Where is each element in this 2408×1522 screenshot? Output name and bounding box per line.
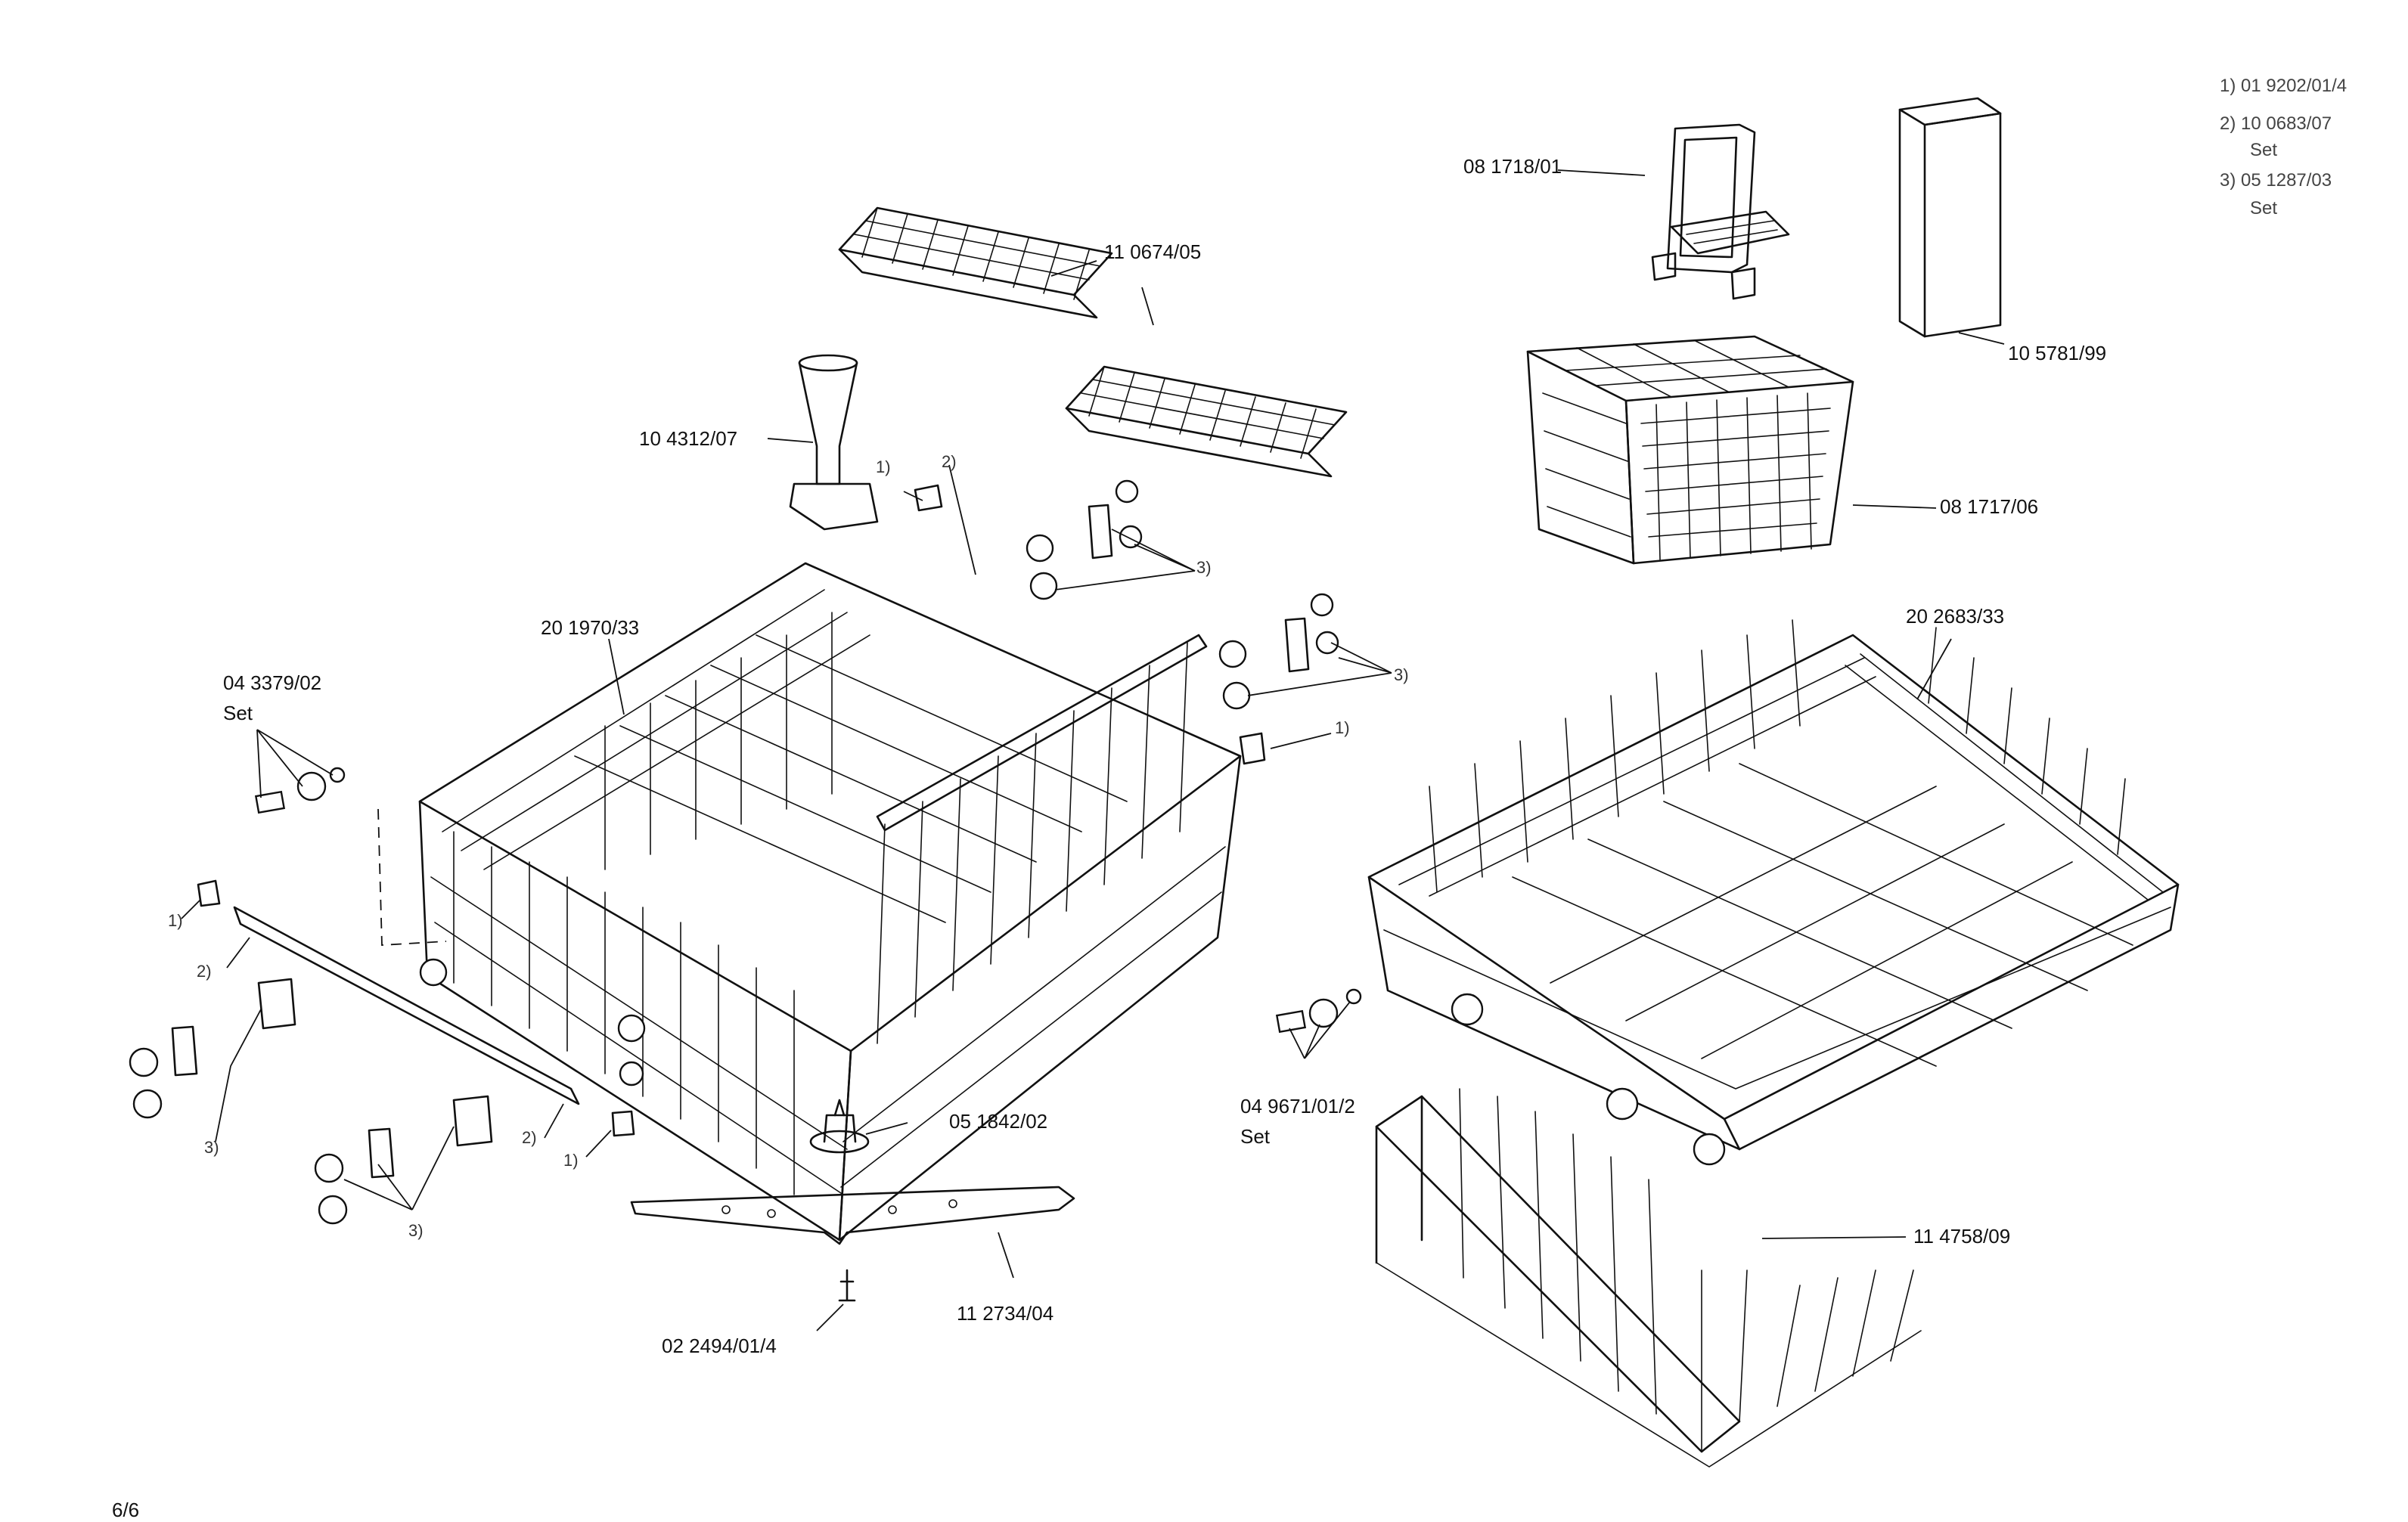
label-10-4312-07: 10 4312/07 <box>639 427 738 450</box>
callout-1-left: 1) <box>168 911 183 930</box>
tall-holder-drawing <box>1898 97 2002 338</box>
label-04-9671-01-2: 04 9671/01/2 <box>1240 1095 1355 1117</box>
label-11-2734-04: 11 2734/04 <box>957 1302 1054 1325</box>
label-20-1970-33: 20 1970/33 <box>541 616 640 639</box>
label-20-2683-33: 20 2683/33 <box>1906 605 2005 628</box>
callout-3-middle: 3) <box>1394 665 1409 684</box>
callout-3-left: 3) <box>204 1138 219 1157</box>
legend-line-2-sub: Set <box>2250 140 2278 160</box>
leader-lines <box>181 169 2005 1331</box>
legend-line-2: 2) 10 0683/07 <box>2220 113 2332 134</box>
spray-arm-drawing <box>630 1099 1075 1302</box>
plate-insert-drawing <box>1375 1088 1922 1468</box>
callout-2-bottom: 2) <box>522 1128 537 1147</box>
label-08-1718-01: 08 1718/01 <box>1463 155 1562 178</box>
cup-rack-drawing <box>838 206 1348 478</box>
label-05-1842-02: 05 1842/02 <box>949 1110 1048 1133</box>
label-04-3379-02: 04 3379/02 <box>223 671 322 694</box>
label-08-1717-06: 08 1717/06 <box>1940 495 2039 518</box>
cutlery-basket-drawing <box>1526 335 1854 565</box>
page-number: 6/6 <box>112 1499 140 1521</box>
callout-2-top: 2) <box>942 452 957 471</box>
label-10-5781-99: 10 5781/99 <box>2008 342 2107 364</box>
left-fittings-drawing <box>129 767 644 1225</box>
callout-1-right: 1) <box>1335 718 1350 737</box>
legend-line-3: 3) 05 1287/03 <box>2220 170 2332 191</box>
lower-rack-drawing <box>1367 619 2180 1166</box>
label-02-2494-01-4: 02 2494/01/4 <box>662 1334 777 1357</box>
basket-handle-drawing <box>1651 123 1790 300</box>
callout-1-top: 1) <box>876 457 891 476</box>
label-04-9671-01-2-set: Set <box>1240 1125 1271 1148</box>
right-fittings-drawing <box>876 479 1362 1034</box>
callout-1-bottom: 1) <box>563 1151 579 1170</box>
label-04-3379-02-set: Set <box>223 702 253 724</box>
nozzle-drawing <box>789 354 879 531</box>
legend-line-1: 1) 01 9202/01/4 <box>2220 76 2347 96</box>
callout-2-left: 2) <box>197 962 212 981</box>
upper-rack-drawing <box>418 562 1242 1241</box>
callout-3-bottom: 3) <box>408 1221 424 1240</box>
callout-3-upper: 3) <box>1196 558 1212 577</box>
label-11-0674-05: 11 0674/05 <box>1104 240 1202 263</box>
label-11-4758-09: 11 4758/09 <box>1913 1225 2011 1248</box>
legend-line-3-sub: Set <box>2250 198 2278 219</box>
